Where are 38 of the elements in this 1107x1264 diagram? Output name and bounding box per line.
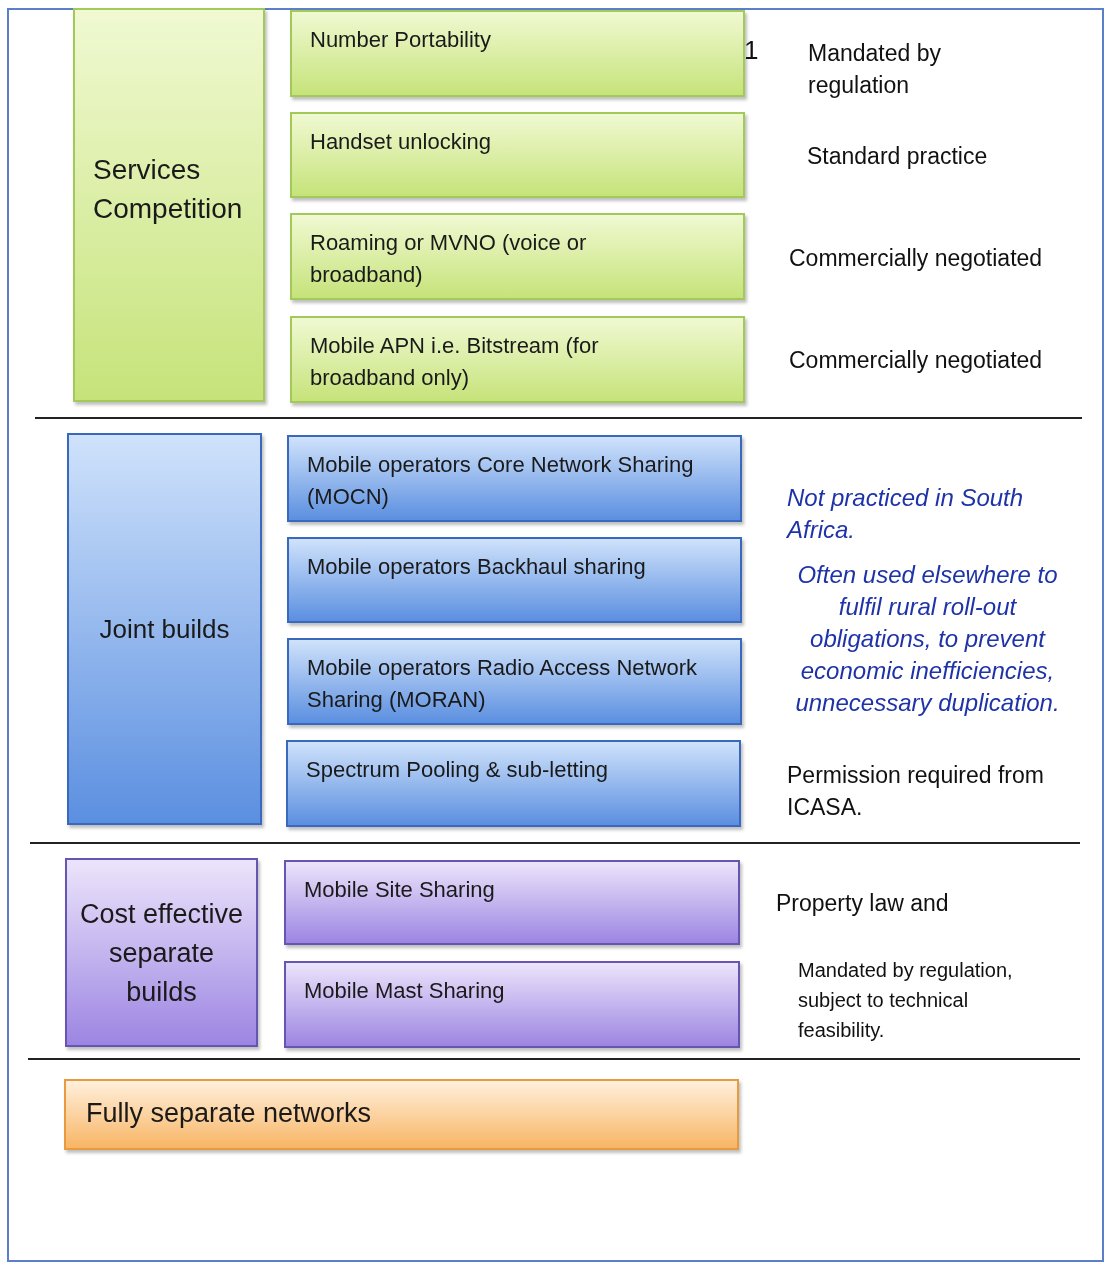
box-label: Cost effective separate builds — [78, 897, 245, 1008]
category-box — [284, 860, 740, 945]
note-text: Mandated by regulation — [808, 39, 942, 100]
box-label: Mobile APN i.e. Bitstream (for broadband only) — [310, 332, 600, 392]
box-label: Mobile Site Sharing — [304, 876, 496, 904]
category-box — [65, 858, 258, 1047]
category-box — [290, 10, 745, 97]
box-label: Roaming or MVNO (voice or broadband) — [310, 229, 588, 289]
category-box — [287, 537, 742, 623]
footnote-number: 1 — [744, 34, 760, 66]
category-box — [287, 638, 742, 725]
box-label: Mobile Mast Sharing — [304, 977, 506, 1005]
category-box — [286, 740, 741, 827]
note-text: Commercially negotiated — [789, 244, 1044, 273]
note-text: Not practiced in South Africa. — [787, 483, 1025, 545]
box-label: Number Portability — [310, 26, 492, 54]
note-text: Often used elsewhere to fulfil rural roll-out obligations, to prevent economic inefficiencies, unnecessary duplication. — [794, 560, 1061, 718]
note-text: Commercially negotiated — [789, 346, 1044, 375]
box-label: Mobile operators Radio Access Network Sharing (MORAN) — [307, 654, 699, 714]
category-box — [290, 112, 745, 198]
box-label: Fully separate networks — [86, 1097, 373, 1129]
category-box — [67, 433, 262, 825]
category-box — [64, 1079, 739, 1150]
note-text: Permission required from ICASA. — [787, 761, 1045, 822]
box-label: Mobile operators Backhaul sharing — [307, 553, 647, 581]
category-box — [284, 961, 740, 1048]
category-box — [287, 435, 742, 522]
box-label: Spectrum Pooling & sub-letting — [306, 756, 610, 784]
category-box — [73, 8, 265, 402]
note-text: Property law and — [776, 889, 950, 918]
box-label: Mobile operators Core Network Sharing (MOCN) — [307, 451, 695, 511]
category-box — [290, 316, 745, 403]
box-label: Joint builds — [98, 613, 231, 645]
note-text: Mandated by regulation, subject to technical feasibility. — [798, 958, 1014, 1043]
category-box — [290, 213, 745, 300]
note-text: Standard practice — [807, 142, 989, 171]
box-label: Services Competition — [93, 153, 244, 226]
box-label: Handset unlocking — [310, 128, 492, 156]
